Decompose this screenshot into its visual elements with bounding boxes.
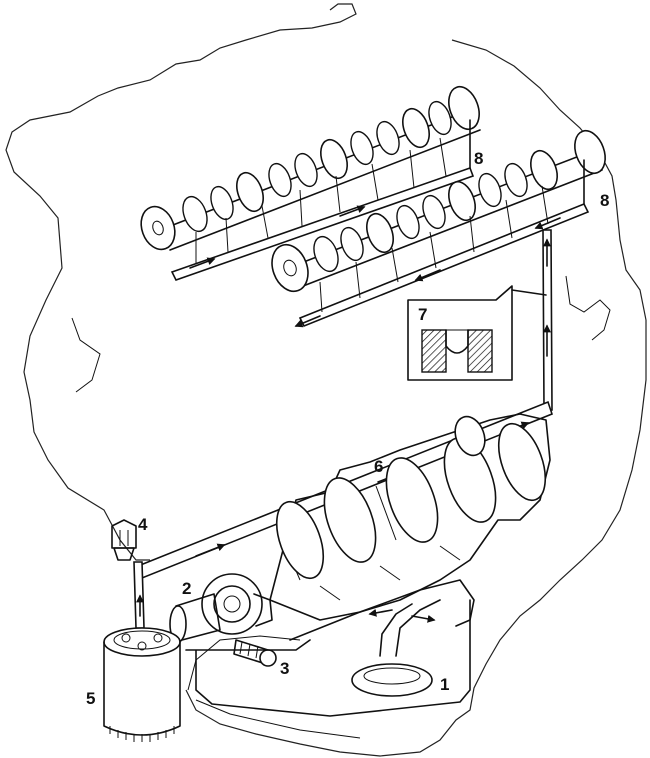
oil-rail-rear bbox=[170, 119, 475, 281]
callout-5: 5 bbox=[86, 689, 95, 708]
crankshaft bbox=[269, 413, 551, 621]
callout-7: 7 bbox=[418, 305, 427, 324]
restrictor-detail-inset bbox=[407, 285, 513, 381]
oil-pump bbox=[169, 573, 273, 643]
oil-pressure-switch bbox=[111, 519, 137, 561]
oil-rail-front bbox=[294, 159, 590, 328]
callout-8-front-rail: 8 bbox=[600, 191, 609, 210]
callout-3: 3 bbox=[280, 659, 289, 678]
callout-2: 2 bbox=[182, 579, 191, 598]
camshaft-front bbox=[271, 129, 606, 293]
pressure-relief-valve bbox=[233, 639, 277, 667]
oil-sump bbox=[185, 599, 471, 717]
oil-pickup-strainer bbox=[289, 579, 475, 697]
camshaft-rear bbox=[140, 85, 481, 251]
callout-4: 4 bbox=[138, 515, 148, 534]
oil-filter bbox=[103, 561, 181, 742]
callout-6: 6 bbox=[374, 457, 383, 476]
callout-1: 1 bbox=[440, 675, 449, 694]
callout-8-rear-rail: 8 bbox=[474, 149, 483, 168]
riser-pipe bbox=[511, 229, 553, 411]
